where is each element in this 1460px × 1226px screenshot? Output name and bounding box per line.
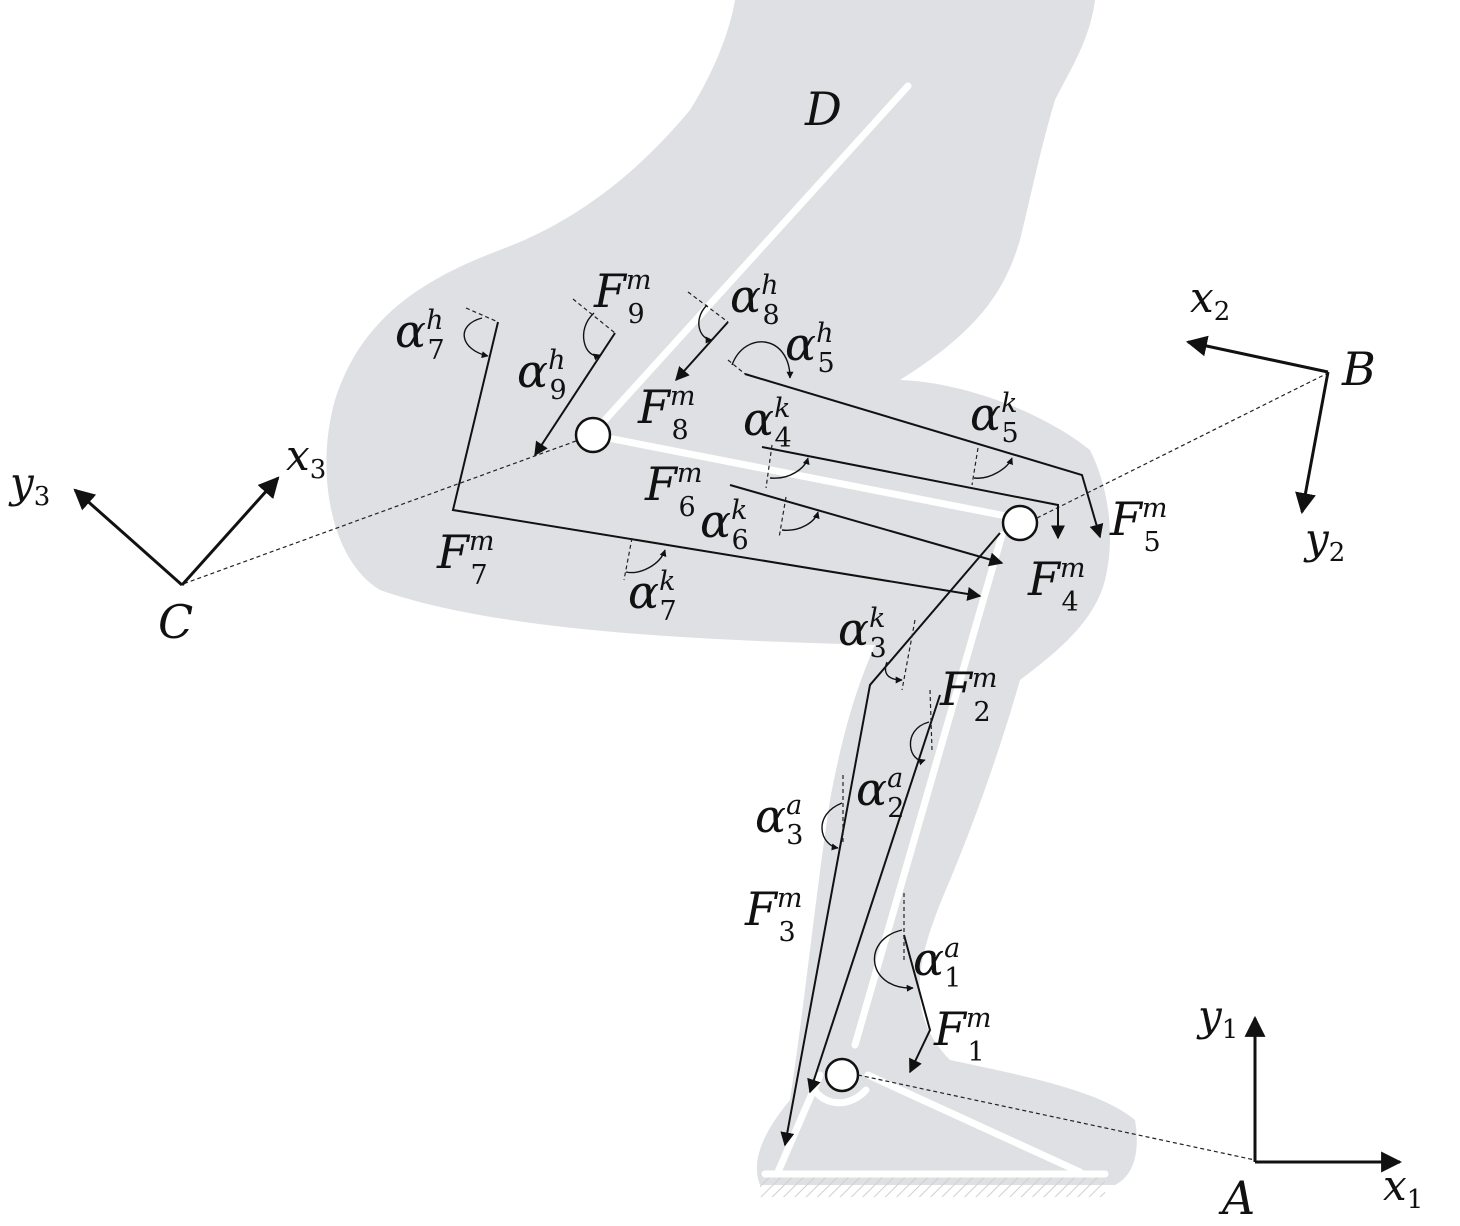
muscle-6 xyxy=(729,484,1004,567)
frame-2 xyxy=(1185,335,1330,515)
knee-joint xyxy=(1001,504,1039,542)
trunk-bone xyxy=(601,82,912,424)
shank-bone xyxy=(851,531,1006,1049)
angle-guides xyxy=(465,291,979,960)
hip-joint xyxy=(574,416,612,454)
axis-y1-label: y1 xyxy=(1196,991,1238,1045)
point-A-label: A xyxy=(1218,1171,1255,1225)
muscle-5 xyxy=(744,373,1104,539)
ankle-joint xyxy=(824,1057,860,1093)
foot-toe-bone xyxy=(864,1071,1084,1176)
muscle-8 xyxy=(675,321,729,382)
point-C-label: C xyxy=(158,595,193,649)
ankle-to-A-line xyxy=(857,1074,1256,1161)
muscle-4 xyxy=(761,446,1065,540)
point-D-label: D xyxy=(804,82,842,136)
axis-y3-label: y3 xyxy=(8,458,50,512)
angle-arcs xyxy=(463,304,1013,992)
skeleton xyxy=(601,82,1109,1178)
ground-hatching xyxy=(760,1175,1105,1197)
frame-1 xyxy=(1244,1015,1403,1173)
point-B-label: B xyxy=(1341,342,1376,396)
body-silhouette xyxy=(326,0,1137,1185)
muscle-7 xyxy=(451,321,982,601)
axis-x3-label: x3 xyxy=(286,431,326,485)
muscle-9 xyxy=(534,332,616,457)
axis-y2-label: y2 xyxy=(1303,514,1345,568)
muscle-1 xyxy=(903,934,932,1074)
axis-x2-label: x2 xyxy=(1190,273,1230,327)
frame-3 xyxy=(73,476,280,587)
muscle-3 xyxy=(780,532,1001,1147)
thigh-bone xyxy=(604,434,1010,520)
axis-x1-label: x1 xyxy=(1383,1161,1423,1215)
muscles xyxy=(451,321,1104,1147)
knee-to-B-line xyxy=(1036,371,1331,519)
